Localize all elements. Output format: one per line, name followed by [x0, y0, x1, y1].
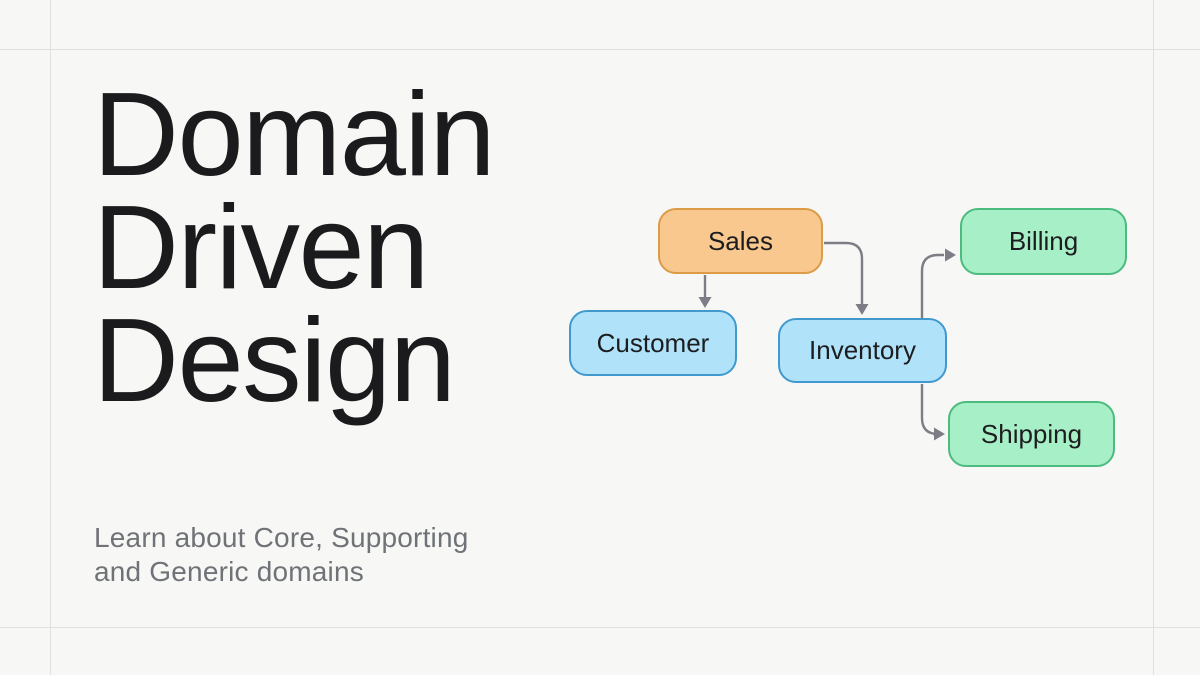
- node-label-inventory: Inventory: [809, 335, 916, 365]
- node-label-shipping: Shipping: [980, 418, 1083, 449]
- diagram-node-billing: Billing: [960, 208, 1127, 275]
- arrow-inventory-to-billing: [920, 248, 956, 318]
- title-line-1: Domain: [93, 68, 496, 201]
- node-label-billing: Billing: [1008, 226, 1079, 256]
- diagram-node-customer: Customer: [569, 310, 737, 376]
- page-subtitle: Learn about Core, Supporting and Generic…: [94, 521, 469, 589]
- node-label-sales: Sales: [707, 225, 774, 256]
- frame-line-vertical-left: [50, 0, 51, 675]
- subtitle-line-1: Learn about Core, Supporting: [94, 522, 469, 553]
- node-label-customer: Customer: [596, 327, 710, 358]
- diagram-node-shipping: Shipping: [948, 401, 1115, 467]
- arrow-sales-to-customer: [698, 275, 712, 308]
- frame-line-horizontal-bottom: [0, 627, 1200, 628]
- frame-line-horizontal-top: [0, 49, 1200, 50]
- page-title: Domain Driven Design: [93, 68, 496, 427]
- arrow-sales-to-inventory: [824, 241, 869, 315]
- diagram-node-sales: Sales: [658, 208, 823, 274]
- arrow-inventory-to-shipping: [920, 384, 945, 441]
- title-line-3: Design: [93, 294, 456, 427]
- frame-line-vertical-right: [1153, 0, 1154, 675]
- title-line-2: Driven: [93, 181, 429, 314]
- diagram-node-inventory: Inventory: [778, 318, 947, 383]
- subtitle-line-2: and Generic domains: [94, 556, 364, 587]
